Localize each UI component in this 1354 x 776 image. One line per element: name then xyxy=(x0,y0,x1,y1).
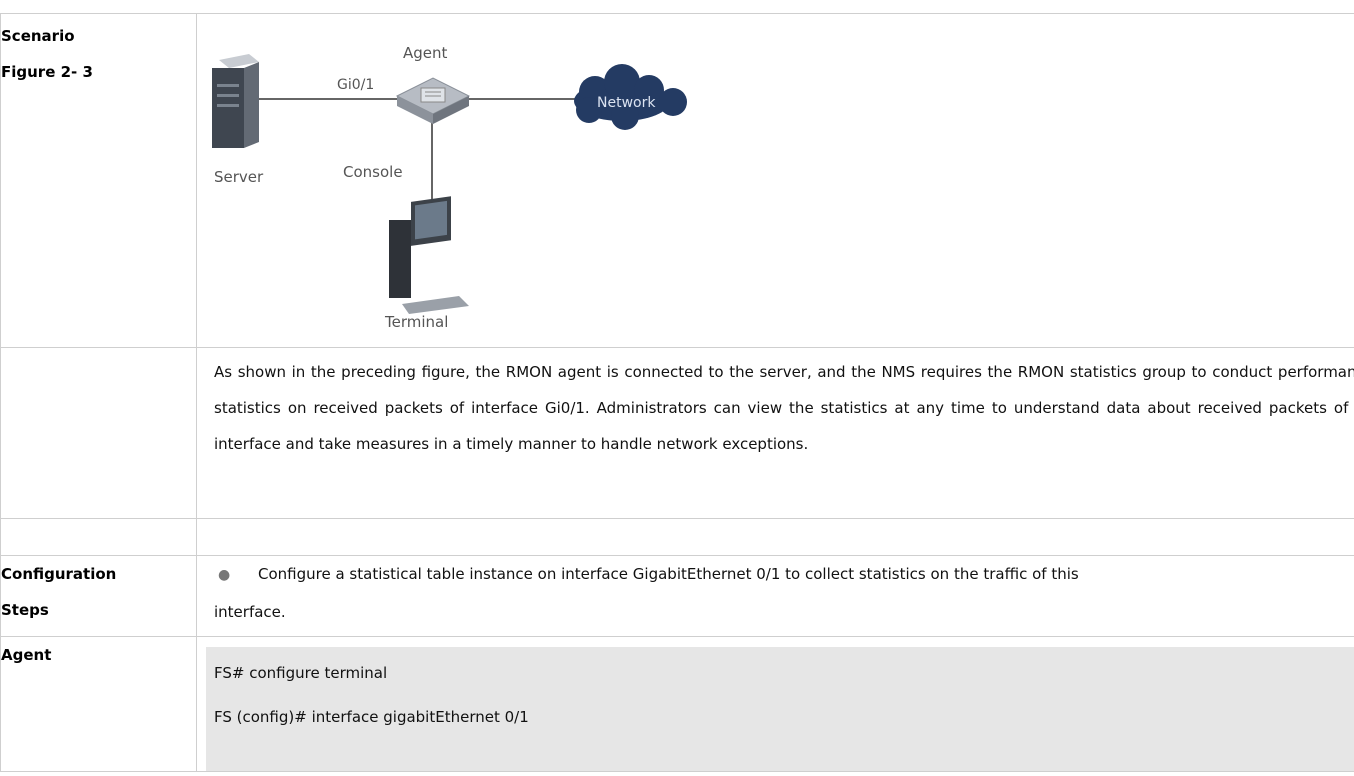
figure-label: Figure 2- 3 xyxy=(1,63,93,81)
network-diagram: Network Agent Gi0/1 Server Console Termi… xyxy=(212,44,687,331)
network-label: Network xyxy=(597,95,656,111)
configuration-steps-label-line1: Configuration xyxy=(1,565,117,583)
scenario-table: Scenario Figure 2- 3 xyxy=(0,13,1354,772)
network-cloud-icon xyxy=(574,64,687,130)
network-diagram-cell: Network Agent Gi0/1 Server Console Termi… xyxy=(196,13,1354,348)
scenario-label-cell: Scenario Figure 2- 3 xyxy=(0,13,197,348)
bullet-icon: ● xyxy=(218,567,231,583)
configuration-steps-label-cell: Configuration Steps xyxy=(0,555,197,637)
server-icon xyxy=(212,54,259,148)
configuration-steps-cell: ● Configure a statistical table instance … xyxy=(196,555,1354,637)
step-text: Configure a statistical table instance o… xyxy=(258,565,1079,583)
configuration-steps-label-line2: Steps xyxy=(1,601,49,619)
interface-label: Gi0/1 xyxy=(337,77,374,93)
empty-row xyxy=(0,518,1354,556)
agent-switch-icon xyxy=(395,77,471,124)
description-label-cell xyxy=(0,347,197,519)
scenario-label: Scenario xyxy=(1,27,75,45)
console-label: Console xyxy=(343,163,403,181)
terminal-label: Terminal xyxy=(384,313,448,331)
command-line: FS (config)# interface gigabitEthernet 0… xyxy=(214,708,529,726)
scenario-description: As shown in the preceding figure, the RM… xyxy=(214,363,1354,453)
agent-row: Agent FS# configure terminal FS (config)… xyxy=(0,636,1354,772)
agent-label-cell: Agent xyxy=(0,636,197,772)
configuration-steps-row: Configuration Steps ● Configure a statist… xyxy=(0,555,1354,637)
code-block: FS# configure terminal FS (config)# inte… xyxy=(206,647,1354,771)
command-line: FS# configure terminal xyxy=(214,664,388,682)
agent-label: Agent xyxy=(403,44,448,62)
terminal-icon xyxy=(389,196,469,314)
step-item: ● Configure a statistical table instance … xyxy=(214,556,1354,594)
description-row: As shown in the preceding figure, the RM… xyxy=(0,347,1354,519)
server-label: Server xyxy=(214,168,264,186)
step-text-continued: interface. xyxy=(214,603,286,621)
agent-commands-cell: FS# configure terminal FS (config)# inte… xyxy=(196,636,1354,772)
scenario-row: Scenario Figure 2- 3 xyxy=(0,13,1354,348)
description-cell: As shown in the preceding figure, the RM… xyxy=(196,347,1354,519)
agent-row-label: Agent xyxy=(1,646,52,664)
